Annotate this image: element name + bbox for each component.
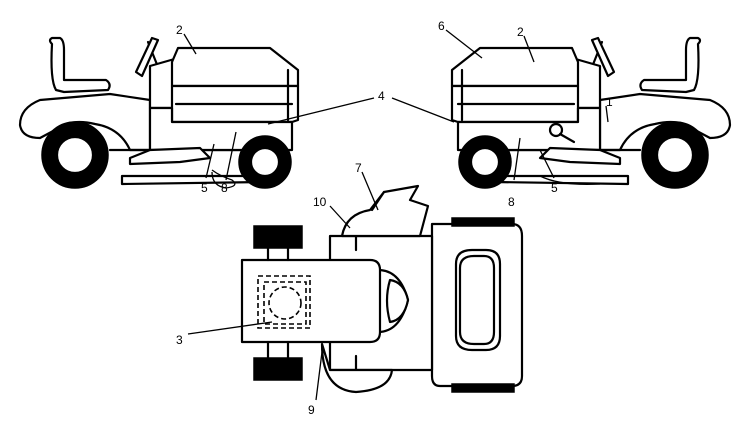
decal-area-dashed (257, 275, 311, 329)
leader-lines (183, 29, 609, 401)
hood-left (170, 46, 300, 88)
callout-8-left: 8 (221, 181, 228, 195)
callout-7: 7 (355, 161, 362, 175)
steering-wheel-right (590, 36, 616, 78)
callout-1: 1 (606, 95, 613, 109)
rear-tire-top-lower (451, 383, 515, 393)
callout-9: 9 (308, 403, 315, 417)
tractor-right-side-view (450, 36, 732, 189)
rear-fender-right (598, 92, 732, 152)
seat-left (48, 36, 111, 94)
callout-2-left: 2 (176, 23, 183, 37)
callout-3: 3 (176, 333, 183, 347)
discharge-chute-top (340, 184, 430, 238)
front-tire-top-upper (253, 225, 303, 249)
callout-labels: 2 4 5 8 6 2 1 5 8 7 10 3 9 (176, 19, 613, 417)
hood-right (450, 46, 580, 88)
deck-lower-top (320, 342, 394, 394)
callout-5-left: 5 (201, 181, 208, 195)
tractor-left-side-view (18, 36, 300, 189)
callout-2-right: 2 (517, 25, 524, 39)
callout-8-right: 8 (508, 195, 515, 209)
callout-10: 10 (313, 195, 327, 209)
rear-fender-left (18, 92, 152, 152)
lift-lever-knob (548, 122, 564, 138)
hood-top (240, 258, 382, 344)
rear-tire-top-upper (451, 217, 515, 227)
callout-5-right: 5 (551, 181, 558, 195)
steering-wheel-left (134, 36, 160, 78)
front-tire-top-lower (253, 357, 303, 381)
callout-6: 6 (438, 19, 445, 33)
seat-right (639, 36, 702, 94)
tractor-top-view (240, 184, 524, 394)
callout-4: 4 (378, 89, 385, 103)
